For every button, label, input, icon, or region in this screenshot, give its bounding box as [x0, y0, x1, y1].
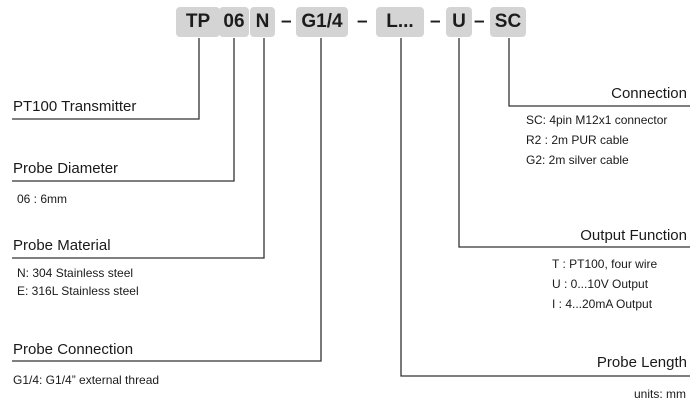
- units-note: units: mm: [633, 387, 686, 401]
- connection-title: Connection: [611, 85, 687, 102]
- code-separator: –: [430, 11, 441, 32]
- line-diameter: [12, 38, 235, 182]
- code-segment-diameter: 06: [219, 7, 249, 37]
- line-output: [458, 38, 690, 248]
- length-title: Probe Length: [596, 354, 687, 371]
- code-segment-material: N: [250, 7, 275, 37]
- output-option: I : 4...20mA Output: [552, 297, 653, 311]
- output-option: T : PT100, four wire: [552, 257, 658, 271]
- code-segment-connection: G1/4: [296, 7, 348, 37]
- material-option: E: 316L Stainless steel: [17, 284, 139, 298]
- line-probe-connection: [12, 38, 322, 362]
- output-title: Output Function: [580, 227, 687, 244]
- line-connection: [508, 38, 690, 107]
- code-separator: –: [281, 11, 292, 32]
- output-option: U : 0...10V Output: [552, 277, 649, 291]
- probe-connection-option: G1/4: G1/4” external thread: [13, 373, 160, 387]
- code-segment-cable: SC: [490, 7, 526, 37]
- code-segment-length: L...: [376, 7, 424, 37]
- connection-option: SC: 4pin M12x1 connector: [526, 113, 668, 127]
- transmitter-title: PT100 Transmitter: [13, 98, 137, 115]
- code-separator: –: [474, 11, 485, 32]
- line-length: [400, 38, 690, 377]
- code-segment-tp: TP: [176, 7, 220, 37]
- diameter-option: 06 : 6mm: [17, 192, 68, 206]
- connection-option: R2 : 2m PUR cable: [526, 133, 629, 147]
- diameter-title: Probe Diameter: [13, 160, 119, 177]
- connection-option: G2: 2m silver cable: [526, 153, 629, 167]
- material-option: N: 304 Stainless steel: [17, 266, 134, 280]
- material-title: Probe Material: [13, 237, 111, 254]
- line-material: [12, 38, 265, 259]
- line-transmitter: [12, 38, 200, 120]
- probe-connection-title: Probe Connection: [13, 341, 134, 358]
- code-separator: –: [357, 11, 368, 32]
- code-segment-output: U: [446, 7, 472, 37]
